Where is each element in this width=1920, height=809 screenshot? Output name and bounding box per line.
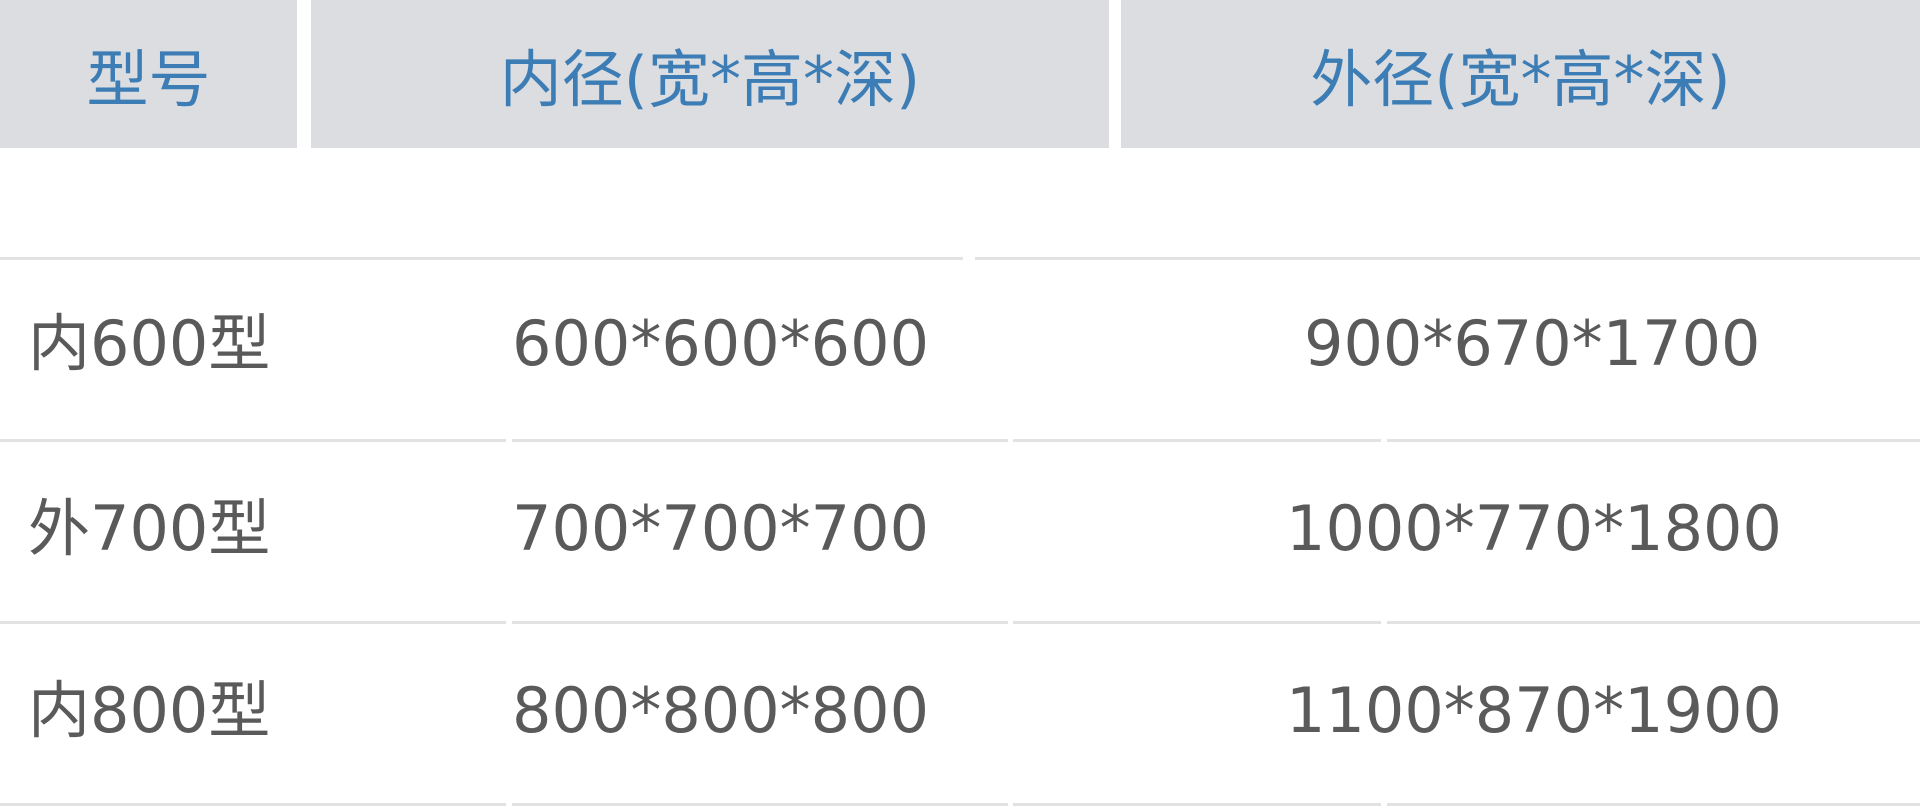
header-inner-size: 内径(宽*高*深)	[311, 0, 1109, 148]
row-divider	[512, 439, 1008, 442]
cell-model: 外700型	[28, 492, 271, 565]
row-divider	[1013, 439, 1381, 442]
row-divider	[512, 621, 1008, 624]
cell-model: 内800型	[28, 674, 271, 747]
header-model: 型号	[0, 0, 297, 148]
cell-inner: 600*600*600	[512, 307, 930, 380]
cell-outer: 1100*870*1900	[1286, 674, 1782, 747]
row-divider	[975, 257, 1920, 260]
cell-inner: 700*700*700	[512, 492, 930, 565]
row-divider	[0, 803, 506, 806]
row-divider	[0, 257, 963, 260]
row-divider	[1013, 803, 1381, 806]
cell-inner: 800*800*800	[512, 674, 930, 747]
cell-outer: 1000*770*1800	[1286, 492, 1782, 565]
row-divider	[1013, 621, 1381, 624]
row-divider	[1387, 439, 1920, 442]
header-outer-size: 外径(宽*高*深)	[1121, 0, 1920, 148]
cell-outer: 900*670*1700	[1304, 307, 1761, 380]
row-divider	[0, 621, 506, 624]
cell-model: 内600型	[28, 307, 271, 380]
row-divider	[512, 803, 1008, 806]
row-divider	[1387, 621, 1920, 624]
row-divider	[0, 439, 506, 442]
row-divider	[1387, 803, 1920, 806]
